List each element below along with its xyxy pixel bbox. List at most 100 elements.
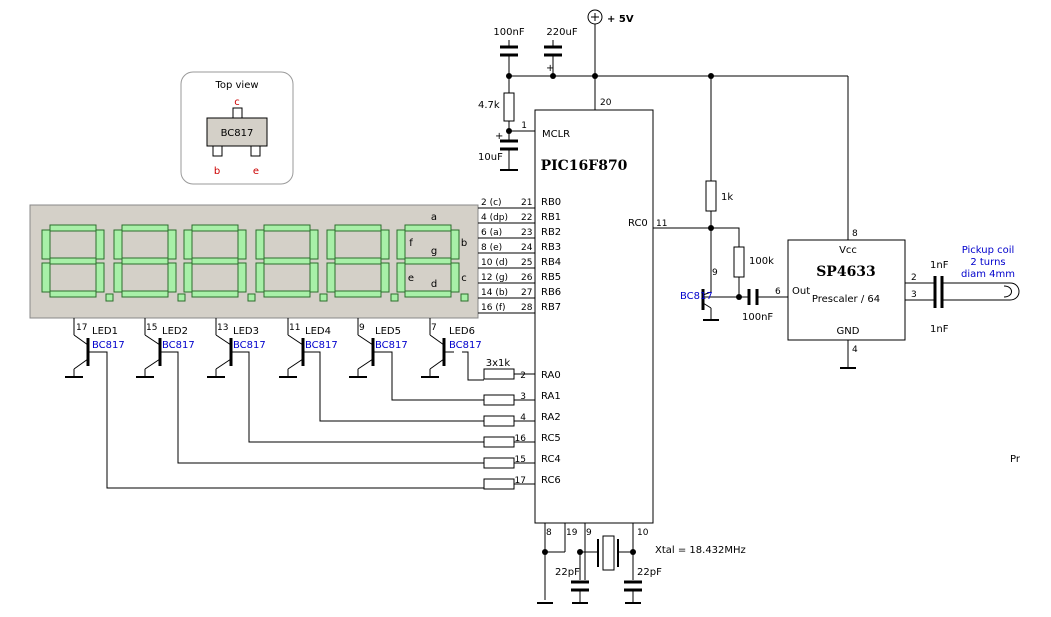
mcu-rc0-name: RC0 [628,218,648,229]
segment [167,262,177,293]
led4-part: BC817 [305,340,338,351]
led-labels: 17 LED1 BC817 15 LED2 BC817 13 LED3 BC81… [76,323,482,351]
digit-3 [183,224,256,302]
q-rc0-part: BC817 [680,291,713,302]
ra-pin-5: 17 [515,476,526,486]
oscillator-network: 22pF 22pF Xtal = 18.432MHz [537,523,746,604]
ra-name-3: RC5 [541,433,561,444]
rb-name-0: RB0 [541,197,561,208]
rb-seg-5: 12 (g) [481,273,508,283]
led-transistor-1 [65,318,98,378]
pic16f870-chip: PIC16F870 MCLR 1 20 RC0 11 8 19 9 10 [521,98,667,538]
seg-label-f: f [409,238,413,249]
r1k-label: 1k [721,192,733,203]
mcu-bottom-pin-10: 10 [637,528,649,538]
rb-seg-2: 6 (a) [481,228,502,238]
digit-driver-resistors: 3x1k [483,358,535,490]
supply-label: + 5V [607,14,634,25]
segment [191,224,239,232]
supply-rail: + 5V [506,9,849,240]
c220uf-plus: + [546,63,554,74]
segment [237,262,247,293]
rb-seg-4: 10 (d) [481,258,508,268]
segment [326,262,336,293]
segment [183,262,193,293]
led-transistor-4 [279,318,313,378]
rb-seg-3: 8 (e) [481,243,502,253]
decimal-point [247,293,256,302]
digit-1 [41,224,114,302]
prescaler-name: SP4633 [816,264,876,280]
decimal-point [460,293,469,302]
led-transistor-2 [136,318,170,378]
segment [95,229,105,260]
mcu-rc0-pin: 11 [656,219,667,229]
segment [326,229,336,260]
led1-name: LED1 [92,326,118,337]
decoupling-caps: 100nF 220uF + [493,27,578,76]
rb-pin-1: 22 [521,213,532,223]
mcu-bottom-pin-9: 9 [586,528,592,538]
decimal-point [177,293,186,302]
decimal-point [390,293,399,302]
rb-seg-7: 16 (f) [481,303,506,313]
segment [167,229,177,260]
ra-pin-0: 2 [520,371,526,381]
prescaler-out-pin: 6 [775,287,781,297]
rb-pin-7: 28 [521,303,533,313]
top-view-pin-b: b [214,166,220,177]
segment [380,262,390,293]
rb-name-3: RB3 [541,242,561,253]
coil-line3: diam 4mm [961,269,1015,280]
mcu-mclr-name: MCLR [542,129,570,140]
ra-pin-2: 4 [520,413,526,423]
prescaler-vcc: Vcc [839,245,857,256]
ra-pin-3: 16 [515,434,527,444]
coil-line2: 2 turns [970,257,1005,268]
rb-name-5: RB5 [541,272,561,283]
mcu-bottom-pin-19: 19 [566,528,578,538]
rb-name-7: RB7 [541,302,561,313]
led4-pin: 11 [289,323,300,333]
led6-name: LED6 [449,326,475,337]
led-transistor-3 [207,318,241,378]
ra-pin-4: 15 [515,455,526,465]
mcu-name: PIC16F870 [541,158,628,174]
led3-name: LED3 [233,326,259,337]
segment [121,224,169,232]
top-view-pin-e: e [253,166,259,177]
segment [380,229,390,260]
segment [113,229,123,260]
seg-label-b: b [461,238,467,249]
seg-label-g: g [431,246,437,257]
led-transistor-5 [349,318,383,378]
coil-line1: Pickup coil [962,245,1015,256]
segment [396,229,406,260]
prescaler-c2: 1nF [930,324,949,335]
ra-name-0: RA0 [541,370,561,381]
prescaler-c1: 1nF [930,260,949,271]
segment [49,224,97,232]
ra-name-4: RC4 [541,454,561,465]
ra-name-2: RA2 [541,412,561,423]
ra-name-1: RA1 [541,391,561,402]
rb-pin-labels: 2 (c) 21 RB0 4 (dp) 22 RB1 6 (a) 23 RB2 … [481,197,561,313]
led4-name: LED4 [305,326,331,337]
segment [309,229,319,260]
c100nf-top-label: 100nF [493,27,524,38]
segment [450,262,460,293]
top-view-box: Top view BC817 c b e [180,71,294,185]
rb-pin-6: 27 [521,288,532,298]
seg-label-d: d [431,279,437,290]
segment [263,224,311,232]
rb-pin-5: 26 [521,273,533,283]
led6-part: BC817 [449,340,482,351]
q-rc0-pin: 9 [712,268,718,278]
led-transistor-6 [421,318,454,378]
r100k-label: 100k [749,256,774,267]
segment [121,257,169,265]
segment [255,262,265,293]
top-view-title: Top view [214,80,258,91]
rb-pin-4: 25 [521,258,532,268]
